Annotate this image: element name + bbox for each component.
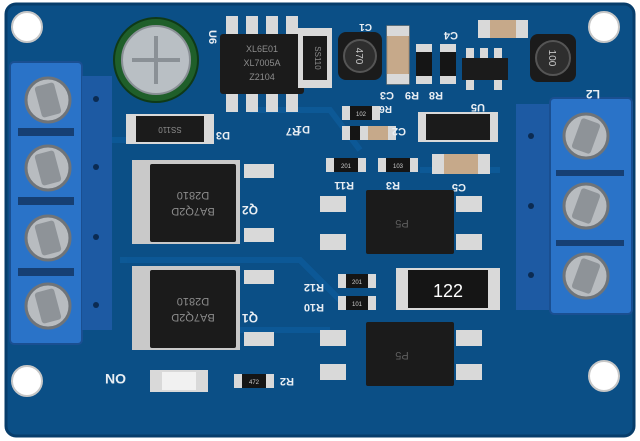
terminal-hole bbox=[528, 272, 534, 278]
resistor-r11: 201 R11 bbox=[326, 158, 366, 191]
left-terminal-block bbox=[9, 61, 112, 345]
optocoupler-top: P5 bbox=[320, 190, 482, 254]
capacitor-c2: C2 bbox=[360, 125, 406, 140]
d3-label: D3 bbox=[216, 129, 230, 141]
screw-icon bbox=[24, 214, 72, 262]
on-label: ON bbox=[105, 371, 126, 387]
electrolytic-capacitor bbox=[113, 17, 199, 103]
mounting-hole-tr bbox=[588, 11, 620, 43]
shunt-resistor: 122 bbox=[396, 268, 500, 310]
right-terminal-block bbox=[516, 97, 633, 315]
ic-u6: XL6E01 XL7005A Z2104 U6 bbox=[206, 16, 304, 112]
u6-chip-line2: XL7005A bbox=[243, 58, 280, 68]
r10-label: R10 bbox=[304, 301, 324, 313]
r12-label: R12 bbox=[304, 281, 324, 293]
q2-chip-line2: BA7Q2D bbox=[171, 205, 214, 217]
resistor-r10: 101 R10 bbox=[304, 296, 376, 313]
diode-d3: SS110 D3 bbox=[126, 114, 230, 144]
terminal-hole bbox=[528, 203, 534, 209]
terminal-hole bbox=[93, 234, 99, 240]
resistor-r12: 201 R12 bbox=[304, 274, 376, 293]
r3-label: R3 bbox=[386, 179, 400, 191]
resistor-r8: R8 bbox=[429, 44, 456, 101]
q2-chip-line1: D2810 bbox=[177, 189, 209, 201]
q1-label: Q1 bbox=[242, 311, 258, 325]
r9-label: R9 bbox=[405, 89, 419, 101]
screw-icon bbox=[562, 252, 610, 300]
screw-icon bbox=[562, 112, 610, 160]
ic-u5: U5 bbox=[462, 48, 508, 113]
diode-d1: SS110 D1 bbox=[296, 28, 332, 135]
q2-label: Q2 bbox=[242, 203, 258, 217]
resistor-r3: 103 R3 bbox=[378, 158, 418, 191]
d1-label: D1 bbox=[296, 123, 310, 135]
c3-label: C3 bbox=[380, 89, 394, 101]
u6-label: U6 bbox=[206, 30, 218, 44]
screw-icon bbox=[24, 76, 72, 124]
d3-chip: SS110 bbox=[158, 125, 182, 134]
q1-chip-line2: BA7Q2D bbox=[171, 311, 214, 323]
power-led: ON bbox=[105, 370, 208, 392]
inductor-470: 470 C1 bbox=[338, 21, 382, 80]
resistor-r9: R9 bbox=[405, 44, 432, 101]
terminal-hole bbox=[93, 302, 99, 308]
q1-chip-line1: D2810 bbox=[177, 295, 209, 307]
terminal-hole bbox=[93, 96, 99, 102]
capacitor-c5: C5 bbox=[432, 154, 490, 193]
left-terminal-side bbox=[82, 76, 112, 330]
d1-chip: SS110 bbox=[313, 46, 322, 70]
opto-bottom-text: P5 bbox=[395, 349, 408, 361]
resistor-r6: 102 R6 bbox=[342, 103, 392, 120]
terminal-hole bbox=[528, 133, 534, 139]
mounting-hole-tl bbox=[11, 11, 43, 43]
r6-label: R6 bbox=[379, 103, 392, 114]
r2-label: R2 bbox=[280, 375, 294, 387]
screw-icon bbox=[24, 144, 72, 192]
u6-chip-line1: XL6E01 bbox=[246, 44, 278, 54]
r11-label: R11 bbox=[334, 179, 354, 191]
screw-icon bbox=[24, 282, 72, 330]
mounting-holes bbox=[11, 11, 620, 397]
shunt-code: 122 bbox=[433, 281, 463, 301]
mounting-hole-bl bbox=[11, 365, 43, 397]
r8-label: R8 bbox=[429, 89, 443, 101]
r3-code: 103 bbox=[393, 164, 404, 170]
r10-code: 101 bbox=[352, 302, 363, 308]
capacitor-c3: C3 bbox=[380, 25, 410, 101]
r12-code: 201 bbox=[352, 280, 363, 286]
r6-code: 102 bbox=[356, 112, 367, 118]
opto-top-text: P5 bbox=[395, 217, 408, 229]
c2-label: C2 bbox=[392, 125, 406, 137]
screw-icon bbox=[562, 182, 610, 230]
r11-code: 201 bbox=[341, 164, 352, 170]
mosfet-q2: D2810 BA7Q2D Q2 bbox=[132, 160, 274, 244]
mosfet-q1: D2810 BA7Q2D Q1 bbox=[132, 266, 274, 350]
c1-label: C1 bbox=[359, 21, 372, 32]
u6-chip-line3: Z2104 bbox=[249, 72, 275, 82]
c5-label: C5 bbox=[452, 181, 466, 193]
inductor-470-code: 470 bbox=[353, 48, 364, 65]
inductor-l1: 100 L2 bbox=[530, 34, 600, 101]
l2-label: L2 bbox=[586, 87, 600, 101]
u5-label: U5 bbox=[471, 101, 485, 113]
inductor-l1-code: 100 bbox=[546, 50, 557, 67]
mounting-hole-br bbox=[588, 360, 620, 392]
optocoupler-bottom: P5 bbox=[320, 322, 482, 386]
resistor-r2: 472 R2 bbox=[234, 374, 294, 388]
c4-label: C4 bbox=[443, 29, 458, 41]
diode-right bbox=[418, 112, 498, 142]
capacitor-c4: C4 bbox=[443, 20, 528, 41]
r2-code: 472 bbox=[249, 380, 260, 386]
r7-label: R7 bbox=[286, 125, 300, 137]
terminal-hole bbox=[93, 164, 99, 170]
